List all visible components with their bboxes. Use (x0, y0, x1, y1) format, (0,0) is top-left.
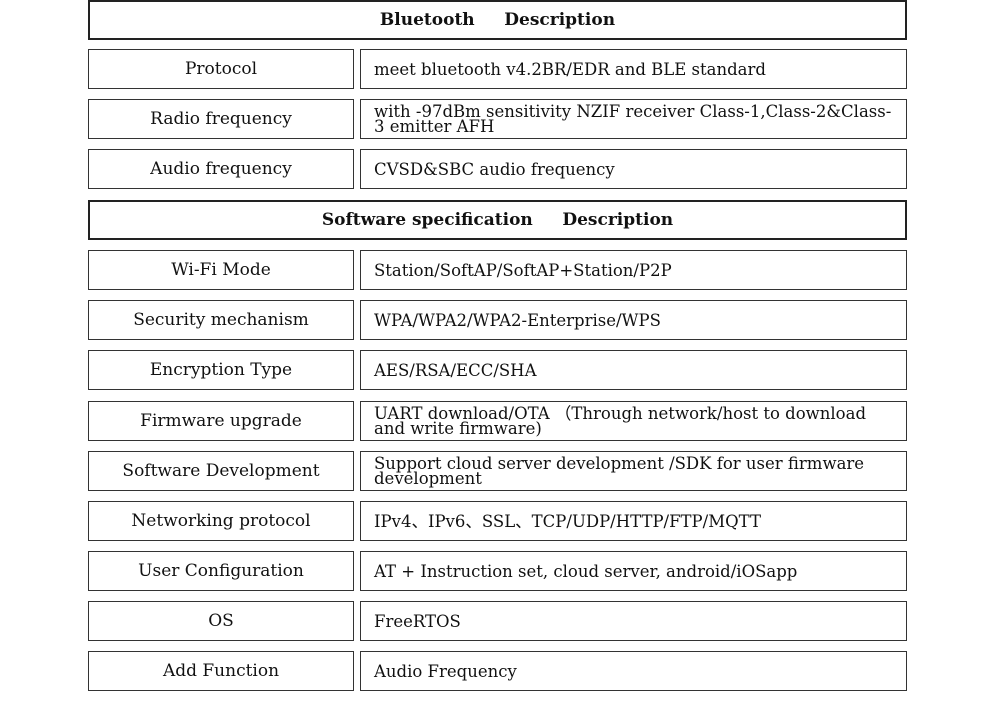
spec-value-user-configuration: AT + Instruction set, cloud server, andr… (360, 551, 907, 591)
spec-value-text: meet bluetooth v4.2BR/EDR and BLE standa… (374, 59, 766, 79)
spec-label-text: Firmware upgrade (140, 411, 302, 431)
spec-label-text: Encryption Type (149, 360, 293, 380)
spec-label-os: OS (88, 601, 354, 641)
spec-label-text: Software Development (122, 461, 320, 481)
spec-value-firmware-upgrade: UART download/OTA （Through network/host … (360, 401, 907, 441)
spec-value-text: Support cloud server development /SDK fo… (374, 454, 865, 488)
spec-value-security-mechanism: WPA/WPA2/WPA2-Enterprise/WPS (360, 300, 907, 340)
spec-label-wifi-mode: Wi-Fi Mode (88, 250, 354, 290)
spec-value-text: Station/SoftAP/SoftAP+Station/P2P (374, 260, 672, 280)
spec-value-text: UART download/OTA （Through network/host … (374, 404, 867, 438)
spec-value-text: Audio Frequency (374, 661, 517, 681)
spec-label-text: Add Function (162, 661, 280, 681)
software-section-header: Software specification Description (88, 200, 907, 240)
spec-label-firmware-upgrade: Firmware upgrade (88, 401, 354, 441)
spec-label-protocol: Protocol (88, 49, 354, 89)
bluetooth-section-header: Bluetooth Description (88, 0, 907, 40)
spec-label-security-mechanism: Security mechanism (88, 300, 354, 340)
spec-label-text: Protocol (184, 59, 258, 79)
spec-value-software-development: Support cloud server development /SDK fo… (360, 451, 907, 491)
spec-value-add-function: Audio Frequency (360, 651, 907, 691)
spec-label-networking-protocol: Networking protocol (88, 501, 354, 541)
spec-label-text: Wi-Fi Mode (171, 260, 271, 280)
spec-label-text: User Configuration (138, 561, 304, 581)
spec-value-wifi-mode: Station/SoftAP/SoftAP+Station/P2P (360, 250, 907, 290)
spec-value-encryption-type: AES/RSA/ECC/SHA (360, 350, 907, 390)
spec-label-encryption-type: Encryption Type (88, 350, 354, 390)
spec-label-text: OS (208, 611, 234, 631)
spec-label-text: Networking protocol (131, 511, 311, 531)
spec-label-add-function: Add Function (88, 651, 354, 691)
spec-label-software-development: Software Development (88, 451, 354, 491)
spec-label-user-configuration: User Configuration (88, 551, 354, 591)
spec-value-text: FreeRTOS (374, 611, 461, 631)
spec-value-text: CVSD&SBC audio frequency (374, 159, 615, 179)
spec-value-audio-frequency: CVSD&SBC audio frequency (360, 149, 907, 189)
spec-label-radio-frequency: Radio frequency (88, 99, 354, 139)
software-header-text: Software specification Description (321, 210, 674, 230)
bluetooth-header-text: Bluetooth Description (379, 10, 616, 30)
spec-value-text: AES/RSA/ECC/SHA (374, 360, 537, 380)
spec-value-networking-protocol: IPv4、IPv6、SSL、TCP/UDP/HTTP/FTP/MQTT (360, 501, 907, 541)
spec-value-os: FreeRTOS (360, 601, 907, 641)
spec-value-protocol: meet bluetooth v4.2BR/EDR and BLE standa… (360, 49, 907, 89)
spec-value-text: WPA/WPA2/WPA2-Enterprise/WPS (374, 310, 661, 330)
spec-label-audio-frequency: Audio frequency (88, 149, 354, 189)
spec-label-text: Radio frequency (150, 109, 292, 129)
spec-value-text: AT + Instruction set, cloud server, andr… (374, 561, 798, 581)
spec-label-text: Audio frequency (150, 159, 292, 179)
spec-value-text: with -97dBm sensitivity NZIF receiver Cl… (374, 102, 892, 136)
spec-label-text: Security mechanism (133, 310, 309, 330)
spec-value-text: IPv4、IPv6、SSL、TCP/UDP/HTTP/FTP/MQTT (374, 511, 761, 531)
spec-value-radio-frequency: with -97dBm sensitivity NZIF receiver Cl… (360, 99, 907, 139)
